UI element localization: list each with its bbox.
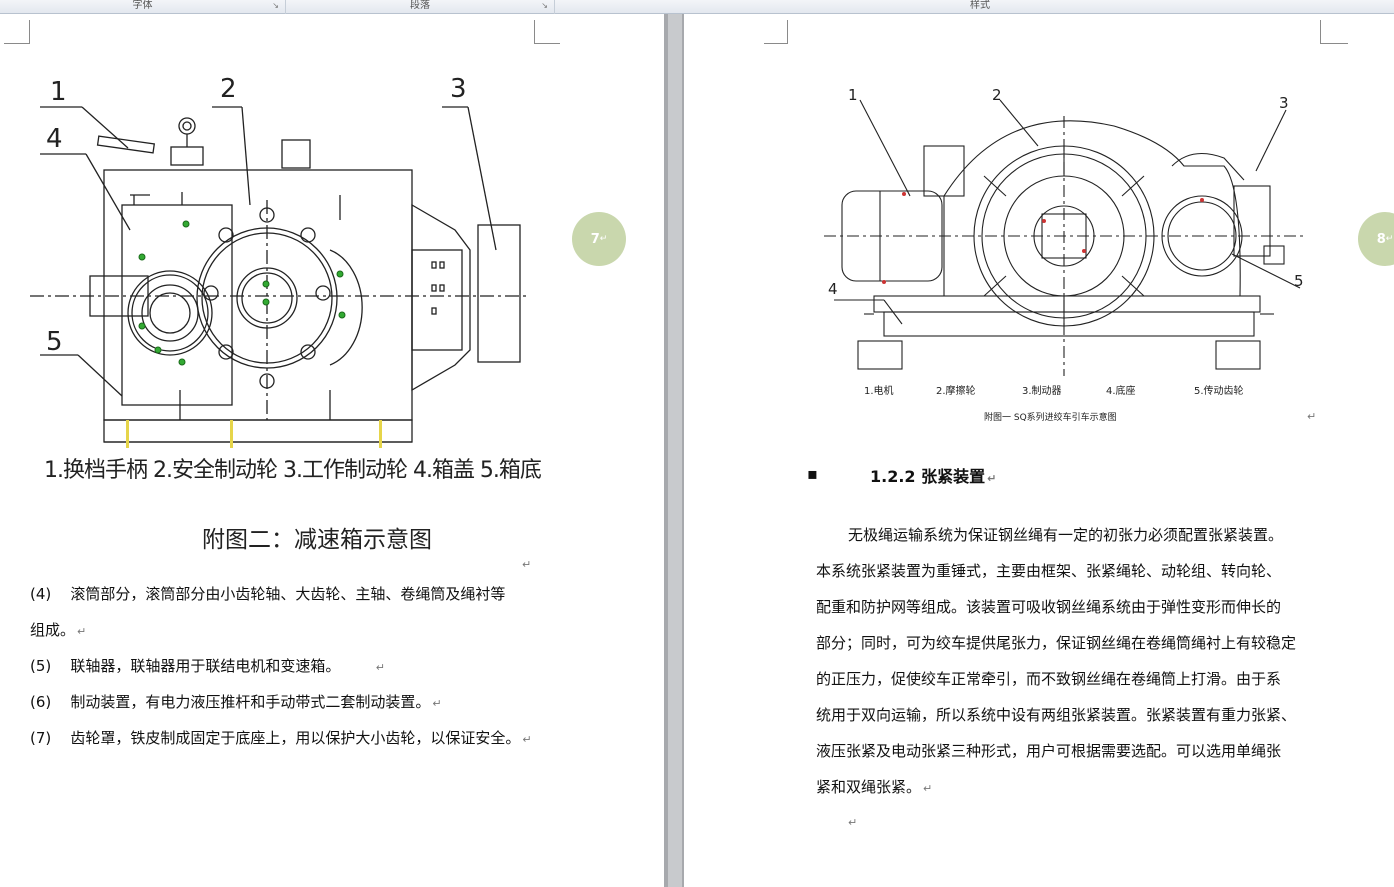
callout-label: 1: [848, 86, 858, 104]
legend-label: 3.制动器: [1022, 384, 1062, 397]
list-item-text: 组成。: [30, 621, 76, 639]
list-item-text: 联轴器，联轴器用于联结电机和变速箱。: [70, 657, 341, 675]
paragraph-mark: ↵: [848, 816, 858, 829]
list-item-text: 齿轮罩，铁皮制成固定于底座上，用以保护大小齿轮，以保证安全。: [70, 729, 521, 747]
list-item-number: (4): [30, 585, 52, 603]
list-item[interactable]: (4) 滚筒部分，滚筒部分由小齿轮轴、大齿轮、主轴、卷绳筒及绳衬等: [30, 583, 505, 604]
list-item-text: 制动装置，有电力液压推杆和手动带式二套制动装置。: [70, 693, 431, 711]
body-line: 统用于双向运输，所以系统中设有两组张紧装置。张紧装置有重力张紧、: [816, 706, 1297, 724]
callout-label: 4: [828, 280, 838, 298]
paragraph-mark: ↵: [522, 733, 532, 746]
figure-legend: 1.换档手柄 2.安全制动轮 3.工作制动轮 4.箱盖 5.箱底: [44, 458, 542, 483]
margin-corner-mark: [764, 20, 788, 44]
page-number: 7: [590, 231, 600, 247]
body-line: 本系统张紧装置为重锤式，主要由框架、张紧绳轮、动轮组、转向轮、: [816, 562, 1282, 580]
legend-label: 5.传动齿轮: [1194, 384, 1244, 397]
callout-label: 3: [450, 74, 467, 104]
callout-label: 4: [46, 124, 63, 154]
paragraph-mark: ↵: [77, 625, 87, 638]
section-heading-text: 1.2.2 张紧装置: [870, 467, 986, 486]
figure-caption: 附图一 SQ系列进绞车引车示意图: [984, 411, 1117, 423]
paragraph-mark: ↵: [375, 661, 385, 674]
legend-label: 2.摩擦轮: [936, 384, 976, 397]
document-page-right[interactable]: 1 2 3 4 5 1.电机 2.摩擦轮 3.制动器 4.底座 5.传动齿轮 附…: [684, 14, 1394, 887]
badge-mark: ↵: [1385, 234, 1394, 244]
dialog-launcher-icon[interactable]: ↘: [272, 1, 279, 10]
ribbon-group-paragraph[interactable]: 段落 ↘: [286, 0, 554, 14]
callout-label: 1: [50, 77, 67, 107]
ribbon-separator: [554, 0, 555, 14]
legend-label: 1.电机: [864, 384, 894, 397]
list-item-text: 滚筒部分，滚筒部分由小齿轮轴、大齿轮、主轴、卷绳筒及绳衬等: [70, 585, 506, 603]
dialog-launcher-icon[interactable]: ↘: [541, 1, 548, 10]
ribbon-separator: [285, 0, 286, 14]
paragraph-mark: ↵: [432, 697, 442, 710]
list-item-number: (5): [30, 657, 52, 675]
callout-label: 2: [992, 86, 1002, 104]
ribbon-group-font[interactable]: 字体 ↘: [0, 0, 285, 14]
margin-corner-mark: [4, 20, 30, 44]
paragraph-mark: ↵: [1307, 410, 1317, 423]
winch-diagram: 1 2 3 4 5 1.电机 2.摩擦轮 3.制动器 4.底座 5.传动齿轮 附…: [824, 86, 1304, 423]
badge-mark: ↵: [599, 234, 608, 244]
callout-label: 5: [1294, 272, 1304, 290]
ribbon-group-styles[interactable]: 样式: [555, 0, 1394, 14]
margin-corner-mark: [534, 20, 560, 44]
body-line: 液压张紧及电动张紧三种形式，用户可根据需要选配。可以选用单绳张: [816, 742, 1282, 760]
paragraph-mark: ↵: [923, 782, 933, 795]
callout-label: 5: [46, 327, 63, 357]
paragraph-mark: ↵: [987, 472, 997, 485]
callout-label: 3: [1279, 94, 1289, 112]
ribbon-group-paragraph-label: 段落: [410, 0, 430, 11]
list-item-continuation[interactable]: 组成。↵: [30, 619, 86, 640]
body-line: 无极绳运输系统为保证钢丝绳有一定的初张力必须配置张紧装置。: [848, 526, 1284, 544]
section-heading[interactable]: 1.2.2 张紧装置↵: [870, 463, 996, 487]
ribbon-group-font-label: 字体: [132, 0, 153, 11]
list-item[interactable]: (6) 制动装置，有电力液压推杆和手动带式二套制动装置。↵: [30, 691, 442, 712]
page-number-badge: 7↵: [572, 212, 626, 266]
document-page-left[interactable]: 1 2 3 4 5 1.换档手柄 2.安全制动轮 3.工作制动轮 4.箱盖 5.…: [0, 14, 664, 887]
callout-label: 2: [220, 74, 237, 104]
list-item[interactable]: (7) 齿轮罩，铁皮制成固定于底座上，用以保护大小齿轮，以保证安全。↵: [30, 727, 532, 748]
body-line: 的正压力，促使绞车正常牵引，而不致钢丝绳在卷绳筒上打滑。由于系: [816, 670, 1282, 688]
paragraph-mark: ↵: [522, 558, 532, 571]
margin-corner-mark: [1320, 20, 1348, 44]
bullet-marker: ▪: [807, 464, 818, 483]
body-line: 紧和双绳张紧。: [816, 778, 922, 796]
body-line: 配重和防护网等组成。该装置可吸收钢丝绳系统由于弹性变形而伸长的: [816, 598, 1282, 616]
legend-label: 4.底座: [1106, 384, 1136, 397]
list-item-number: (6): [30, 693, 52, 711]
body-line-last: 紧和双绳张紧。↵: [816, 776, 932, 797]
ribbon-group-styles-label: 样式: [970, 0, 990, 11]
list-item[interactable]: (5) 联轴器，联轴器用于联结电机和变速箱。 ↵: [30, 655, 385, 676]
list-item-number: (7): [30, 729, 52, 747]
figure-caption: 附图二：减速箱示意图: [202, 527, 432, 553]
body-line: 部分；同时，可为绞车提供尾张力，保证钢丝绳在卷绳筒绳衬上有较稳定: [816, 634, 1297, 652]
gearbox-diagram: 1 2 3 4 5: [30, 74, 530, 448]
page-number: 8: [1376, 231, 1386, 247]
page-gutter-inner: [668, 14, 682, 887]
ribbon-group-labels: 字体 ↘ 段落 ↘ 样式: [0, 0, 1394, 14]
page-number-badge: 8↵: [1358, 212, 1394, 266]
